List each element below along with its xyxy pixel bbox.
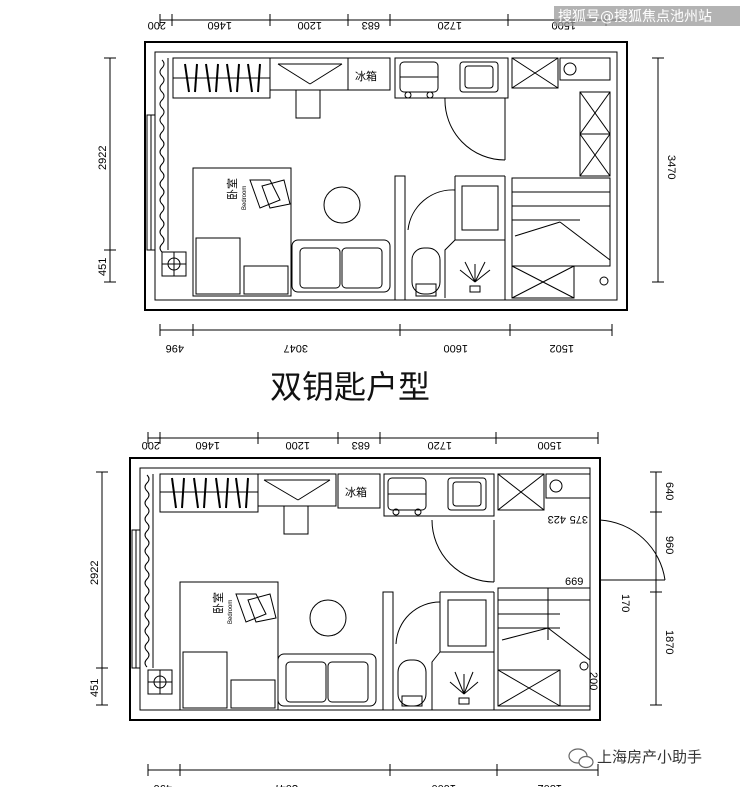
dim-right: 960 [663, 536, 675, 554]
dim-inner: 375 [570, 513, 588, 525]
dim-inner: 423 [548, 513, 566, 525]
dim-right: 3470 [665, 155, 677, 179]
round-table [323, 186, 361, 224]
dim-bottom: 1502 [550, 342, 574, 354]
dim-bottom: 496 [154, 782, 172, 787]
kitchen-sink [459, 61, 499, 93]
dim-top: 200 [148, 19, 166, 31]
dim-top: 1500 [538, 439, 562, 451]
watermark-bottom: 上海房产小助手 [597, 748, 702, 766]
bed [192, 167, 292, 297]
cabinet [511, 265, 575, 299]
dim-bottom: 1600 [444, 342, 468, 354]
dim-top: 683 [362, 19, 380, 31]
washer [559, 57, 611, 81]
bedroom-en-label: Bedroom [242, 186, 248, 210]
sofa [291, 239, 391, 293]
dim-left: 451 [97, 258, 109, 276]
bedroom-label: 卧室 [211, 592, 225, 614]
dims-bottom-plan: 200 1460 1200 683 1720 1500 496 3047 160… [89, 439, 675, 787]
dim-top: 1200 [298, 19, 322, 31]
dim-bottom: 496 [166, 342, 184, 354]
dim-right: 1870 [663, 630, 675, 654]
chair [295, 89, 321, 119]
dim-top: 1460 [208, 19, 232, 31]
dim-left: 2922 [97, 146, 109, 170]
floor-plan-bottom [96, 432, 666, 776]
floor-plan-top [104, 14, 664, 336]
desk [269, 57, 349, 91]
dim-right: 640 [663, 482, 675, 500]
dim-bottom: 3047 [274, 782, 298, 787]
entry-door [444, 97, 506, 161]
dim-left: 2922 [89, 561, 101, 585]
toilet [411, 247, 441, 295]
fridge-label: 冰箱 [355, 69, 377, 83]
dim-top: 1460 [196, 439, 220, 451]
dim-inner: 669 [565, 576, 583, 588]
dim-right: 170 [619, 594, 631, 612]
bathroom-sink [461, 185, 499, 231]
dim-left: 451 [89, 679, 101, 697]
wechat-icon [568, 748, 594, 769]
dim-top: 1200 [286, 439, 310, 451]
watermark-bg [554, 6, 740, 26]
dims-top-plan: 200 1460 1200 683 1720 1500 496 3047 160… [97, 19, 677, 354]
dim-top: 1720 [438, 19, 462, 31]
dim-top: 200 [142, 439, 160, 451]
inner-wall [154, 51, 618, 301]
partition-wall [394, 175, 406, 301]
outer-wall [144, 41, 628, 311]
fridge-label: 冰箱 [345, 485, 367, 499]
bedroom-en-label: Bedroom [228, 600, 234, 624]
stairs [511, 177, 611, 267]
shower-icon [459, 261, 491, 293]
dim-bottom: 1600 [432, 782, 456, 787]
watermark-top: 搜狐号@搜狐焦点池州站 [558, 9, 712, 25]
cabinet [511, 57, 559, 89]
dim-bottom: 1502 [538, 782, 562, 787]
kitchen-counter [394, 57, 509, 99]
bedroom-label: 卧室 [225, 178, 239, 200]
dim-inner: 200 [587, 672, 599, 690]
dim-top: 1720 [428, 439, 452, 451]
dim-bottom: 3047 [284, 342, 308, 354]
dim-top: 683 [352, 439, 370, 451]
plan-title: 双钥匙户型 [270, 368, 430, 406]
curtain [159, 59, 165, 253]
